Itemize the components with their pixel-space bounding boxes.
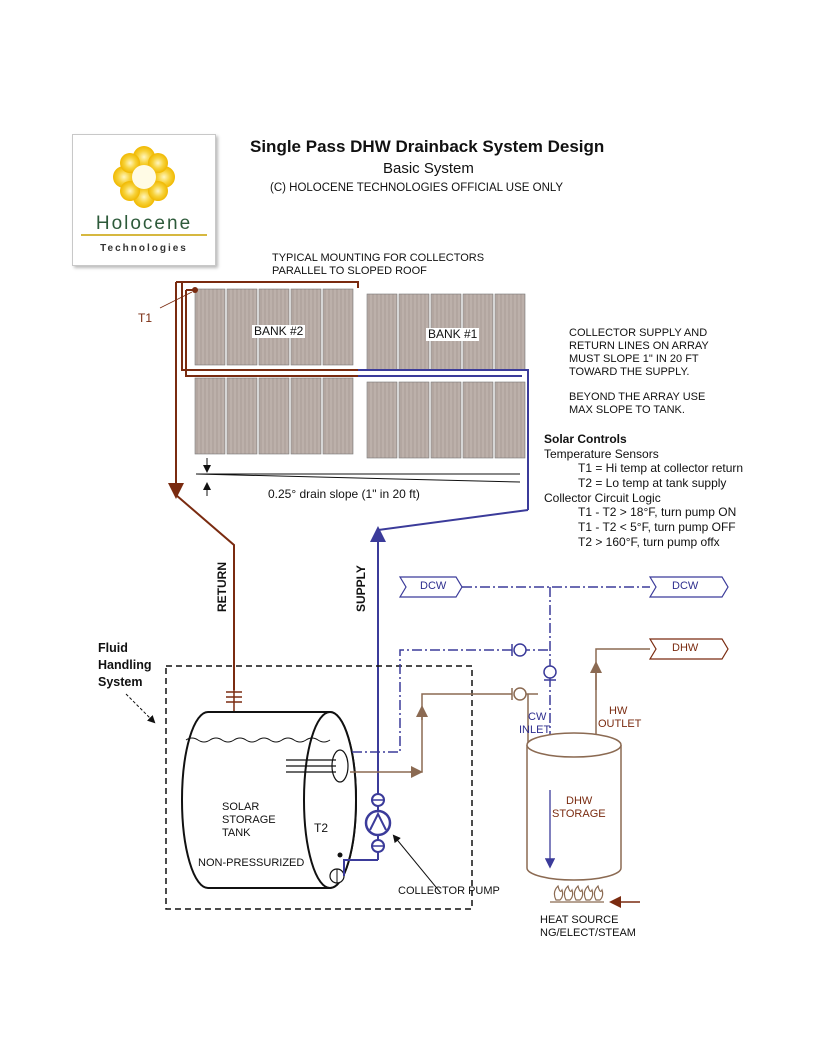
dcw-inlet-label: DCW [420,580,447,592]
mounting-note-1: TYPICAL MOUNTING FOR COLLECTORS [272,252,485,264]
sun-logo-icon [81,146,207,236]
hw-outlet-label-1: HW [609,705,628,717]
slope-note-2: RETURN LINES ON ARRAY [569,340,709,352]
dcw-inlet-tag [398,576,463,598]
non-pressurized-label: NON-PRESSURIZED [198,857,305,869]
tank-label-2: STORAGE [222,814,276,826]
slope-note-4: TOWARD THE SUPPLY. [569,366,690,378]
fluid-handling-label-3: System [98,675,143,689]
fluid-handling-label-2: Handling [98,658,152,672]
dcw-outlet-label: DCW [672,580,699,592]
heat-source-label-1: HEAT SOURCE [540,914,619,926]
cw-inlet-label-1: CW [528,711,547,723]
sensor-t1: T1 = Hi temp at collector return [578,461,744,475]
dhw-storage-tank [526,732,622,881]
collector-pump [343,793,392,876]
supply-label: SUPPLY [354,565,368,612]
t1-label: T1 [138,311,153,325]
sensor-t2: T2 = Lo temp at tank supply [578,476,727,490]
page-subtitle: Basic System [383,160,474,177]
hw-outlet-label-2: OUTLET [598,718,642,730]
heat-source-label-2: NG/ELECT/STEAM [540,927,636,939]
fluid-handling-label-1: Fluid [98,641,128,655]
logic-on: T1 - T2 > 18°F, turn pump ON [578,505,737,519]
fluid-handling-box [165,665,473,910]
logic-max: T2 > 160°F, turn pump offx [578,535,720,549]
cw-inlet-label-2: INLET [519,724,551,736]
check-valve-hx-icon [511,687,527,701]
t1-sensor [192,287,198,293]
beyond-note-2: MAX SLOPE TO TANK. [569,404,685,416]
dhw-storage-label-2: STORAGE [552,808,606,820]
slope-note-1: COLLECTOR SUPPLY AND [569,327,708,339]
solar-storage-tank [181,711,357,889]
copyright-notice: (C) HOLOCENE TECHNOLOGIES OFFICIAL USE O… [270,182,564,194]
t2-label: T2 [314,821,329,835]
sensors-heading: Temperature Sensors [544,447,659,461]
return-line [168,281,359,690]
logic-off: T1 - T2 < 5°F, turn pump OFF [578,520,736,534]
dhw-tag [648,638,729,660]
page-title: Single Pass DHW Drainback System Design [250,137,605,156]
tank-label-1: SOLAR [222,801,260,813]
solar-controls-heading: Solar Controls [544,432,627,446]
collector-pump-label: COLLECTOR PUMP [398,885,500,897]
dhw-label: DHW [672,642,699,654]
dhw-storage-label-1: DHW [566,795,593,807]
mounting-note-2: PARALLEL TO SLOPED ROOF [272,265,427,277]
beyond-note-1: BEYOND THE ARRAY USE [569,391,706,403]
drain-slope-indicator [195,458,521,496]
flame-icon [550,884,604,903]
collector-bank-1-bottom [366,381,526,459]
logo-tagline: Technologies [100,243,188,254]
check-valve-icon [511,643,557,681]
logo-name: Holocene [95,213,193,234]
drain-slope-label: 0.25° drain slope (1" in 20 ft) [268,487,420,501]
bank-1-label: BANK #1 [426,327,480,341]
return-fitting [226,690,242,712]
slope-note-3: MUST SLOPE 1" IN 20 FT [569,353,699,365]
bank-2-label: BANK #2 [252,324,306,338]
tank-label-3: TANK [222,827,251,839]
dcw-outlet-tag [648,576,729,598]
supply-line [358,369,529,795]
collector-bank-2-bottom [194,377,354,455]
holocene-logo: Holocene Technologies [72,134,216,266]
return-label: RETURN [215,562,229,612]
logic-heading: Collector Circuit Logic [544,491,661,505]
